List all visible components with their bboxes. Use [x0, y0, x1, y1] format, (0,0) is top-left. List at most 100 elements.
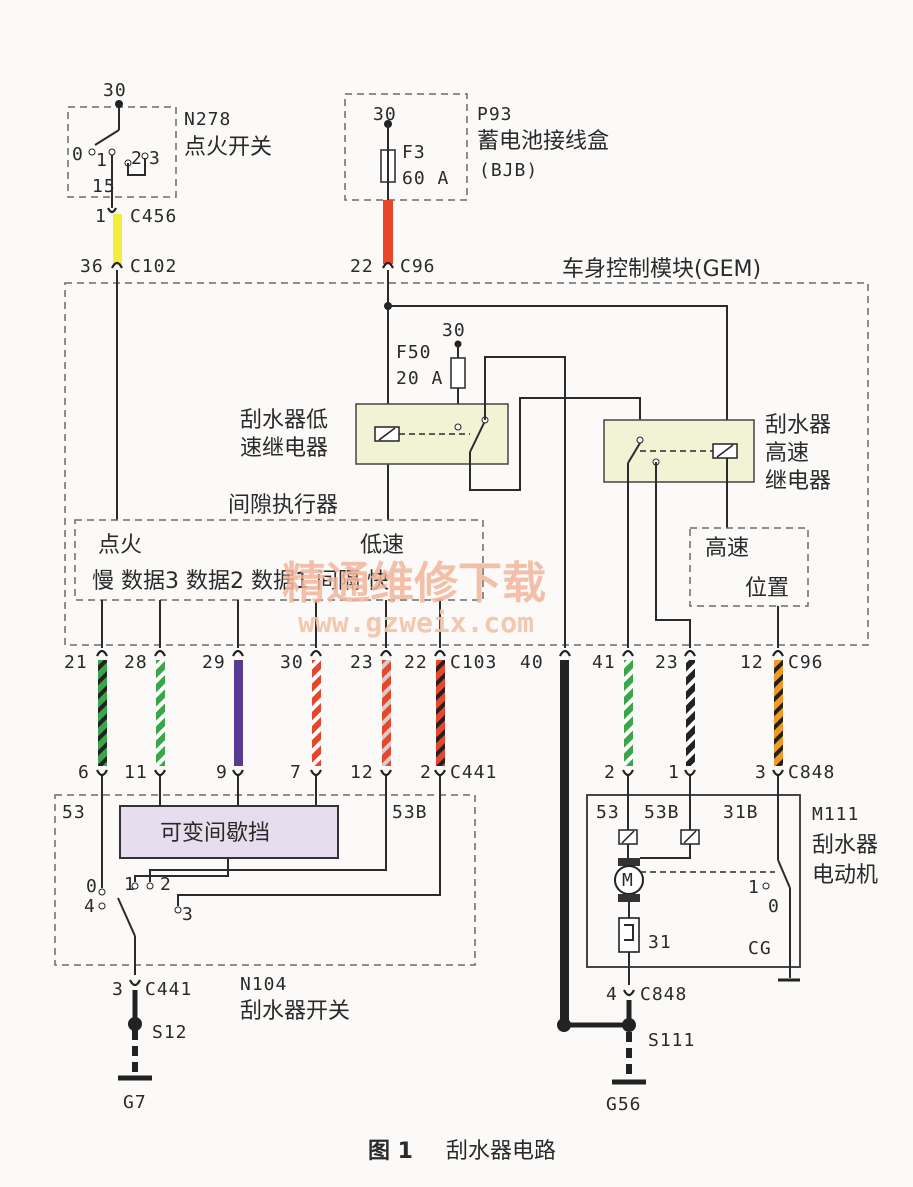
low-relay-line2: 速继电器 — [240, 436, 328, 461]
variable-interval-box — [119, 805, 339, 859]
ignition-switch: 30 0 1 2 3 15 N278 点火开关 1 C456 — [67, 80, 272, 227]
fuse-f50-rating: 20 A — [396, 368, 443, 389]
motor-pin-4: 4 — [606, 984, 618, 1005]
motor-53b: 53B — [644, 802, 680, 823]
c848-label: C848 — [788, 762, 835, 783]
switch-pos-0: 0 — [86, 876, 98, 897]
c441-label: C441 — [450, 762, 497, 783]
motor-m: M — [622, 870, 634, 891]
gem-pin-23: 23 — [655, 652, 679, 673]
c848-pin-3: 3 — [755, 762, 767, 783]
switch-pos-4: 4 — [84, 896, 96, 917]
c441-pin-7: 7 — [290, 762, 302, 783]
c102-label: C102 — [130, 256, 177, 277]
wire-orange-black — [774, 660, 783, 766]
wiper-motor: 2 1 3 C848 53 53B 31B M111 刮水器 电动机 M 31 … — [557, 762, 878, 1115]
motor-pos-0: 0 — [768, 896, 780, 917]
c96-label: C96 — [400, 256, 436, 277]
high-relay-line1: 刮水器 — [765, 413, 831, 438]
gem-module: 车身控制模块(GEM) 36 C102 22 C96 30 F50 20 A 刮… — [64, 256, 869, 648]
bjb-ref: P93 — [477, 104, 513, 125]
switch-53: 53 — [62, 802, 86, 823]
c103-pin-22: 22 — [404, 652, 428, 673]
c456-connector — [107, 207, 117, 214]
c441-pin-12: 12 — [350, 762, 374, 783]
wire-red-white — [312, 660, 321, 766]
ignition-pos-3: 3 — [149, 148, 161, 169]
c103-label: C103 — [450, 652, 497, 673]
switch-pos-3: 3 — [182, 904, 194, 925]
low-relay-line1: 刮水器低 — [240, 408, 328, 433]
switch-pos-2: 2 — [160, 874, 172, 895]
motor-pos-1: 1 — [748, 877, 760, 898]
ignition-pin-30: 30 — [103, 80, 127, 101]
watermark-url: www.gzweix.com — [298, 606, 534, 639]
ignition-pin-15: 15 — [92, 176, 116, 197]
gem-pin-41: 41 — [592, 652, 616, 673]
wiper-switch: 53 53B 可变间歇挡 0 1 2 3 4 3 C441 N104 刮水器开关… — [54, 776, 476, 1113]
ground-g7: G7 — [123, 1092, 147, 1113]
wire-purple — [234, 660, 243, 766]
high-relay-line2: 高速 — [765, 441, 809, 466]
c441-pin-6: 6 — [78, 762, 90, 783]
wire-red-grey — [382, 660, 391, 766]
motor-31: 31 — [648, 932, 672, 953]
ignition-pos-1: 1 — [96, 150, 108, 171]
c441-pin-9: 9 — [216, 762, 228, 783]
ignition-name: 点火开关 — [184, 135, 272, 160]
position-label: 位置 — [745, 576, 789, 601]
variable-interval-label: 可变间歇挡 — [160, 821, 270, 846]
high-relay-line3: 继电器 — [765, 469, 831, 494]
figure-title: 刮水器电路 — [446, 1139, 556, 1164]
gem-pin-40: 40 — [520, 652, 544, 673]
bjb-pin-30: 30 — [373, 104, 397, 125]
actuator-ign: 点火 — [98, 533, 142, 558]
c848-pin-1: 1 — [668, 762, 680, 783]
wire-green-black — [98, 660, 107, 766]
motor-cg: CG — [748, 938, 772, 959]
wire-green-white — [156, 660, 165, 766]
watermark-cn: 精通维修下载 — [282, 558, 546, 609]
motor-ref: M111 — [812, 804, 859, 825]
fuse-f50 — [450, 357, 466, 389]
wire-red-black — [436, 660, 445, 766]
motor-53: 53 — [596, 802, 620, 823]
c441-pin-2: 2 — [420, 762, 432, 783]
thermal-breaker — [618, 917, 640, 953]
ignition-pos-2: 2 — [131, 148, 143, 169]
motor-name-2: 电动机 — [812, 863, 878, 888]
ignition-ref: N278 — [184, 109, 231, 130]
c103-pin-21: 21 — [64, 652, 88, 673]
splice-s111: S111 — [648, 1030, 695, 1051]
fuse-f3-rating: 60 A — [402, 168, 449, 189]
actuator-low: 低速 — [360, 533, 404, 558]
actuator-label: 间隙执行器 — [228, 493, 338, 518]
switch-53b: 53B — [392, 802, 428, 823]
gem-pin-12: 12 — [740, 652, 764, 673]
c103-pin-29: 29 — [202, 652, 226, 673]
figure-number: 图 1 — [368, 1139, 413, 1164]
c441-pin-11: 11 — [124, 762, 148, 783]
fuse-f3-label: F3 — [402, 142, 426, 163]
splice-s12: S12 — [152, 1022, 188, 1043]
wire-red-bjb — [383, 200, 393, 264]
actuator-inputs: 慢 数据3 数据2 数据1 间隔 快 — [92, 569, 389, 594]
c456-pin: 1 — [95, 206, 107, 227]
c103-row: 21 28 29 30 23 22 C103 40 41 23 12 C96 — [64, 649, 823, 673]
wire-yellow-ignition — [113, 214, 122, 264]
battery-junction-box: 30 F3 60 A P93 蓄电池接线盒 (BJB) — [344, 93, 609, 201]
c456-label: C456 — [130, 206, 177, 227]
wire-black-white — [686, 660, 695, 766]
bjb-name: 蓄电池接线盒 — [477, 129, 609, 154]
motor-name-1: 刮水器 — [812, 833, 878, 858]
wire-green-white-motor — [624, 660, 633, 766]
ignition-pos-0: 0 — [72, 144, 84, 165]
fuse-f50-pin: 30 — [442, 320, 466, 341]
c103-pin-23: 23 — [350, 652, 374, 673]
switch-pin-3: 3 — [112, 979, 124, 1000]
c848-pin-2: 2 — [604, 762, 616, 783]
switch-pos-1: 1 — [124, 874, 136, 895]
switch-name: 刮水器开关 — [240, 999, 350, 1024]
fuse-f50-label: F50 — [396, 342, 432, 363]
